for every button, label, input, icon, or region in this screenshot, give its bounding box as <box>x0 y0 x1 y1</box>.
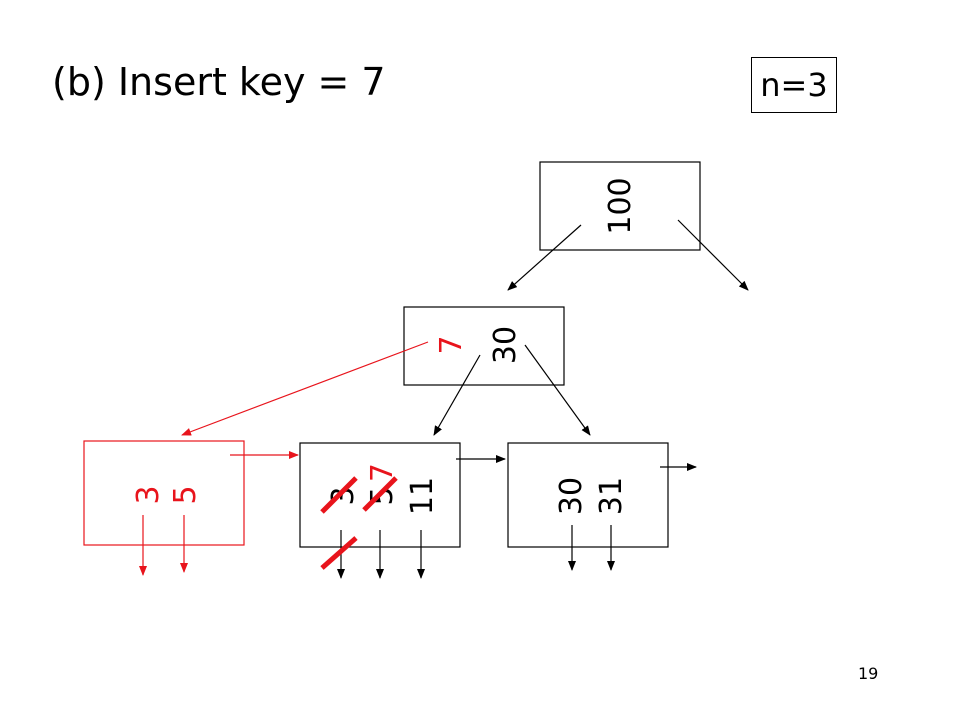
root-node <box>539 161 701 251</box>
slide-title: (b) Insert key = 7 <box>52 60 386 104</box>
internal-new-pointer <box>181 341 429 436</box>
right-leaf-node <box>507 442 669 548</box>
page-number: 19 <box>858 664 879 683</box>
internal-key-30: 30 <box>488 326 523 364</box>
internal-right-pointer <box>524 344 591 436</box>
new-leaf-node <box>83 440 245 546</box>
split-leaf-inserted-key-7: 7 <box>365 463 400 482</box>
root-key-100: 100 <box>603 177 638 234</box>
new-leaf-key-3: 3 <box>131 485 166 504</box>
internal-middle-pointer <box>433 354 481 436</box>
internal-node <box>403 306 565 386</box>
internal-new-key-7: 7 <box>434 335 469 354</box>
root-right-pointer <box>677 219 749 291</box>
new-leaf-key-5: 5 <box>168 485 203 504</box>
right-leaf-key-30: 30 <box>554 477 589 515</box>
split-leaf-key-11: 11 <box>405 477 440 515</box>
strike-key-5 <box>362 476 398 512</box>
right-leaf-key-31: 31 <box>594 477 629 515</box>
root-left-pointer <box>507 224 582 291</box>
strike-pointer <box>320 536 358 570</box>
node-count-box: n=3 <box>751 57 837 113</box>
strike-key-3 <box>320 476 358 514</box>
